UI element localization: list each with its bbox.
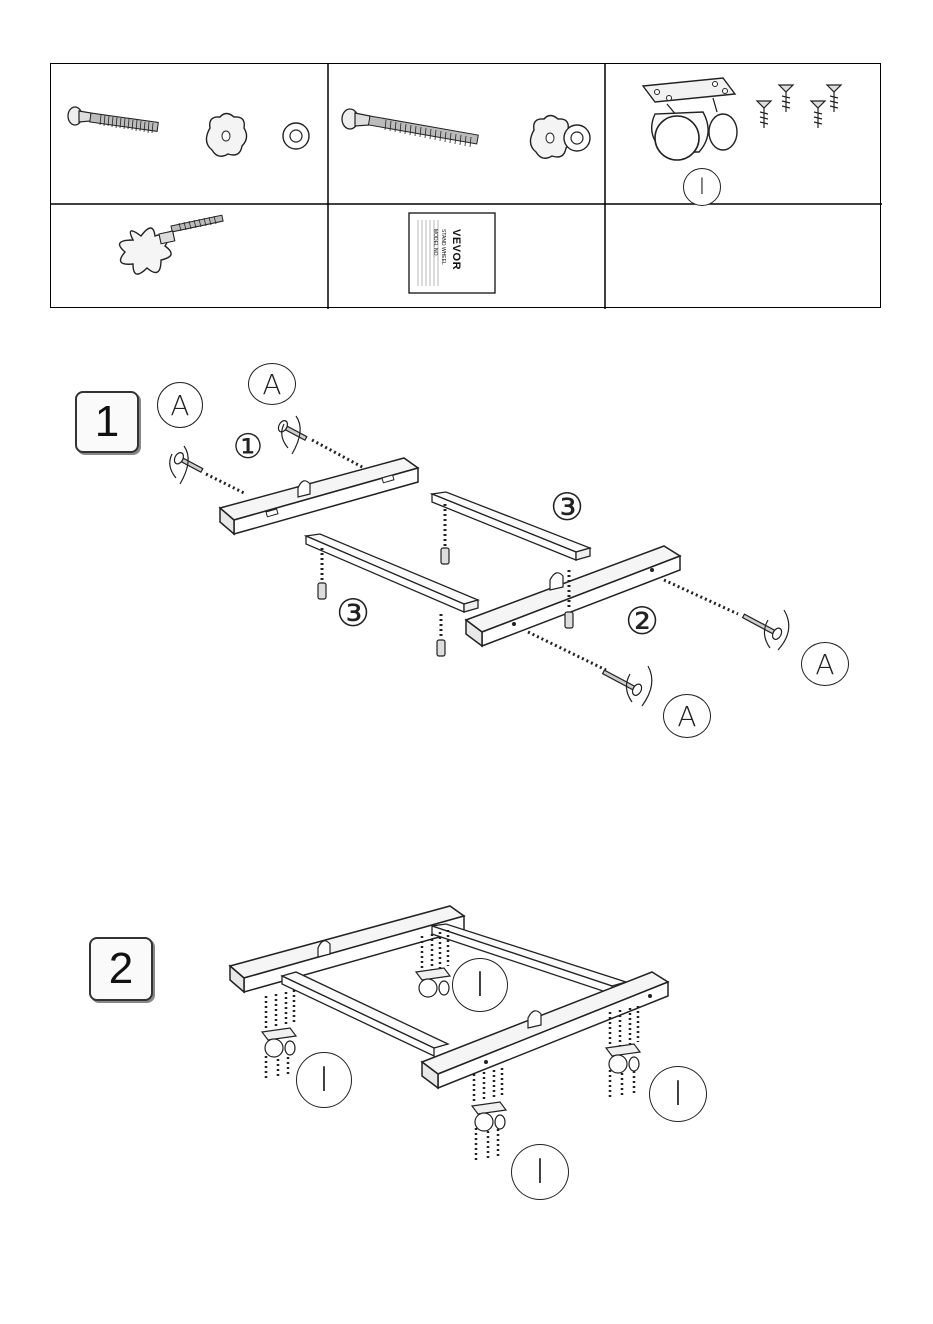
- callout-caster-right: Ⅰ: [649, 1066, 707, 1122]
- frame-assembled: [230, 906, 668, 1088]
- callout-caster-center: Ⅰ: [452, 958, 508, 1012]
- callout-caster-front: Ⅰ: [511, 1144, 569, 1200]
- callout-caster-left: Ⅰ: [296, 1052, 352, 1108]
